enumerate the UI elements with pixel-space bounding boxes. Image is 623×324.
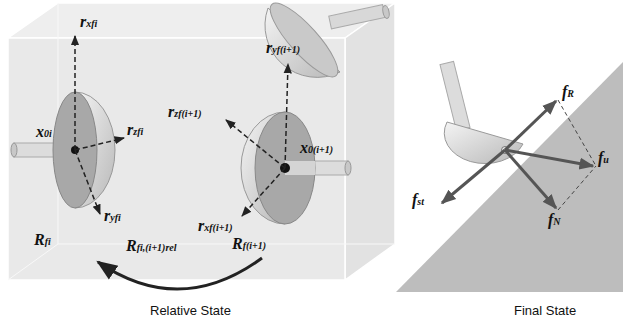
cube xyxy=(8,3,395,280)
left-hemisphere xyxy=(11,36,124,214)
right-hemisphere xyxy=(226,64,351,224)
force-label: fR xyxy=(562,84,574,100)
point-label: x0i xyxy=(36,124,52,140)
axis-label: rzf(i+1) xyxy=(168,104,202,120)
state-caption: Relative State xyxy=(150,304,231,317)
axis-label: rxfi xyxy=(80,14,97,30)
rotation-arrow xyxy=(98,258,262,289)
axis-label: ryf(i+1) xyxy=(266,40,300,56)
state-caption: Final State xyxy=(514,304,576,317)
frame-label: Rfi xyxy=(34,232,51,248)
frame-label: Rf(i+1) xyxy=(232,236,266,252)
point-label: x0(i+1) xyxy=(300,140,333,156)
force-label: fN xyxy=(548,212,561,228)
upper-hemisphere xyxy=(261,0,390,85)
force-label: fst xyxy=(412,192,424,208)
axis-label: ryfi xyxy=(104,208,121,224)
rotation-label: Rfi,(i+1)rel xyxy=(126,238,177,254)
final-state xyxy=(396,61,623,292)
axis-label: rzfi xyxy=(127,122,143,138)
axis-label: rxf(i+1) xyxy=(198,218,233,234)
force-label: fu xyxy=(598,150,609,166)
